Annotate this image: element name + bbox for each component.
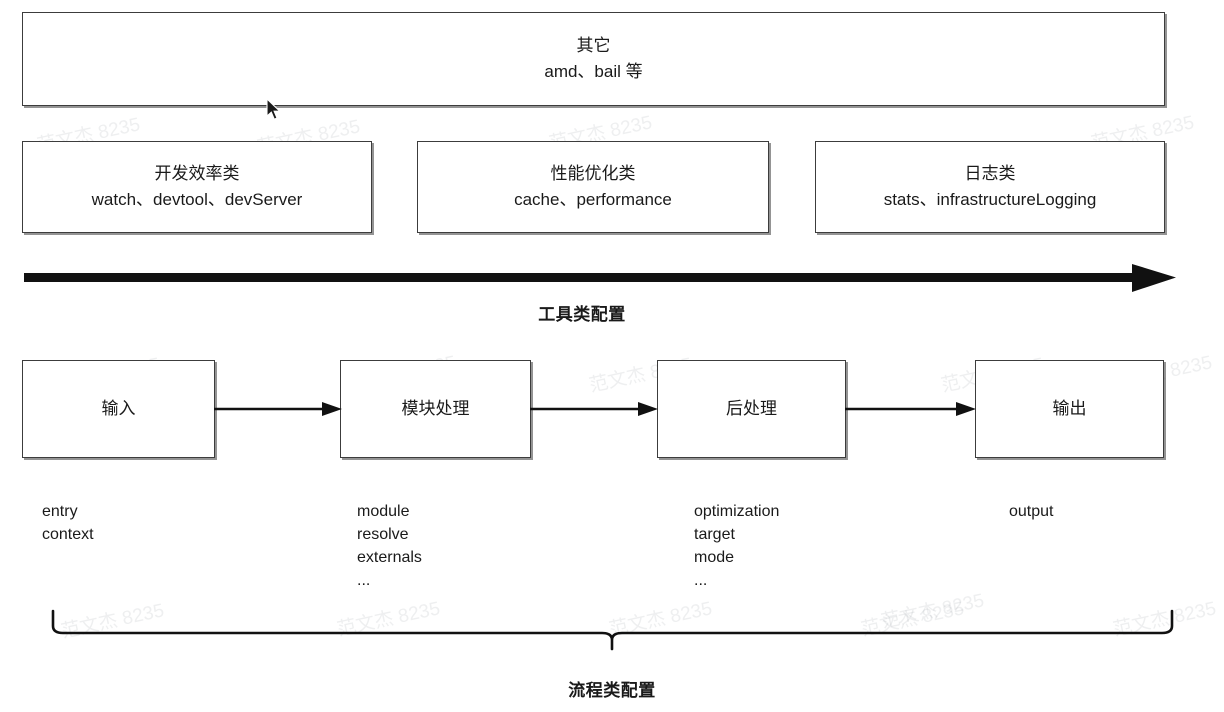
flow-config-brace-icon <box>51 609 1174 651</box>
flow-box-input[interactable]: 输入 <box>22 360 215 458</box>
category-box-performance[interactable]: 性能优化类 cache、performance <box>417 141 769 233</box>
flow-box-post-processing[interactable]: 后处理 <box>657 360 846 458</box>
flow-box-label: 输出 <box>1052 398 1087 418</box>
tool-config-label: 工具类配置 <box>538 305 626 324</box>
option-list-output: output <box>1009 503 1054 520</box>
connector-arrow-module-to-post-icon <box>530 402 658 416</box>
category-box-logging[interactable]: 日志类 stats、infrastructureLogging <box>815 141 1165 233</box>
mouse-cursor-icon <box>266 99 281 120</box>
option-list-post: optimization target mode ... <box>694 503 780 589</box>
category-items: cache、performance <box>514 190 672 209</box>
option-list-input: entry context <box>42 503 94 543</box>
connector-arrow-input-to-module-icon <box>214 402 342 416</box>
flow-box-module-processing[interactable]: 模块处理 <box>340 360 531 458</box>
other-config-items: amd、bail 等 <box>544 62 643 81</box>
other-config-heading: 其它 <box>576 35 611 55</box>
flow-box-label: 后处理 <box>726 398 777 418</box>
tool-config-arrow-icon <box>24 264 1176 292</box>
flow-box-output[interactable]: 输出 <box>975 360 1164 458</box>
flow-config-label: 流程类配置 <box>568 681 656 700</box>
other-config-box[interactable]: 其它 amd、bail 等 <box>22 12 1165 106</box>
category-box-dev-efficiency[interactable]: 开发效率类 watch、devtool、devServer <box>22 141 372 233</box>
connector-arrow-post-to-output-icon <box>845 402 976 416</box>
flow-box-label: 输入 <box>101 398 136 418</box>
category-heading: 日志类 <box>964 163 1016 183</box>
option-list-module: module resolve externals ... <box>357 503 422 589</box>
category-items: watch、devtool、devServer <box>91 190 303 209</box>
flow-box-label: 模块处理 <box>401 398 470 418</box>
category-heading: 性能优化类 <box>550 163 636 183</box>
category-heading: 开发效率类 <box>154 163 240 183</box>
category-items: stats、infrastructureLogging <box>883 190 1097 209</box>
